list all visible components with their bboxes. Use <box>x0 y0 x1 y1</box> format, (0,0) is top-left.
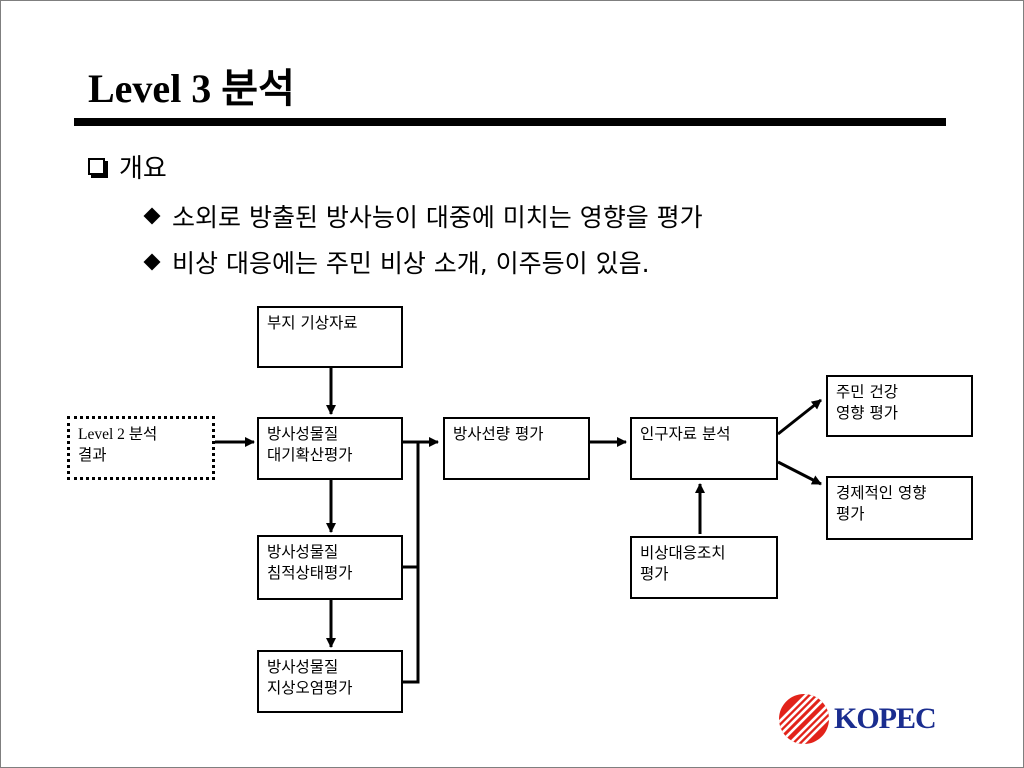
arrow-to-health <box>777 398 822 436</box>
node-deposition: 방사성물질 침적상태평가 <box>257 535 403 600</box>
node-label: 평가 <box>640 565 669 583</box>
node-emergency-response: 비상대응조치 평가 <box>630 536 778 599</box>
node-label: 주민 건강 <box>836 383 898 401</box>
kopec-logo-text: KOPEC <box>834 702 937 735</box>
node-label: 부지 기상자료 <box>267 314 358 332</box>
node-label: 비상대응조치 <box>640 544 726 562</box>
node-label: 침적상태평가 <box>267 564 353 582</box>
bullet-text: 비상 대응에는 주민 비상 소개, 이주등이 있음. <box>172 249 650 278</box>
node-population-analysis: 인구자료 분석 <box>630 417 778 480</box>
node-site-weather: 부지 기상자료 <box>257 306 403 368</box>
kopec-emblem-icon <box>779 694 829 744</box>
node-atmospheric-dispersion: 방사성물질 대기확산평가 <box>257 417 403 480</box>
bullet-item: 소외로 방출된 방사능이 대중에 미치는 영향을 평가 <box>142 198 703 234</box>
node-health-effects: 주민 건강 영향 평가 <box>826 375 973 437</box>
node-economic-effects: 경제적인 영향 평가 <box>826 476 973 540</box>
node-dose-assessment: 방사선량 평가 <box>443 417 590 480</box>
heading-overview: 개요 <box>88 148 167 185</box>
node-ground-contamination: 방사성물질 지상오염평가 <box>257 650 403 713</box>
arrow-to-economic <box>777 460 822 486</box>
node-label: 방사성물질 <box>267 658 339 676</box>
heading-text: 개요 <box>119 154 167 184</box>
bullet-item: 비상 대응에는 주민 비상 소개, 이주등이 있음. <box>142 244 650 280</box>
node-label: 인구자료 분석 <box>640 425 731 443</box>
node-label: Level 2 분석 <box>78 426 158 443</box>
node-label: 대기확산평가 <box>267 446 353 464</box>
checkbox-bullet-icon <box>88 158 105 175</box>
node-label: 경제적인 영향 <box>836 484 927 502</box>
title-underline <box>74 118 946 126</box>
node-label: 지상오염평가 <box>267 679 353 697</box>
node-label: 방사성물질 <box>267 425 339 443</box>
node-label: 평가 <box>836 505 865 523</box>
node-label: 결과 <box>78 446 107 464</box>
node-label: 방사선량 평가 <box>453 425 544 443</box>
node-label: 방사성물질 <box>267 543 339 561</box>
bracket-collector <box>403 440 420 684</box>
kopec-logo: KOPEC <box>778 693 937 745</box>
slide-title: Level 3 분석 <box>88 66 295 111</box>
node-label: 영향 평가 <box>836 404 898 422</box>
node-level2-result: Level 2 분석 결과 <box>67 416 215 480</box>
bullet-text: 소외로 방출된 방사능이 대중에 미치는 영향을 평가 <box>172 203 703 232</box>
